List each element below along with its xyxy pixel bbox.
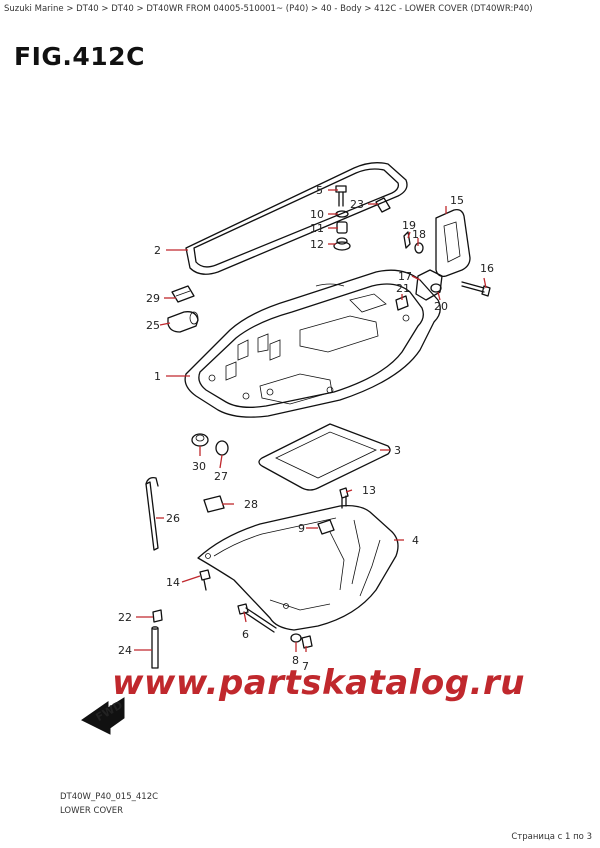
callout-17: 17 (398, 270, 412, 283)
clip-19-part (403, 231, 411, 249)
callout-5: 5 (316, 184, 323, 197)
callout-10: 10 (310, 208, 324, 221)
strap-26-part (145, 476, 159, 551)
cap-27-part (215, 440, 229, 456)
bracket-17-part (415, 269, 443, 301)
watermark: www.partskatalog.ru (112, 663, 526, 703)
callout-18: 18 (412, 228, 426, 241)
callout-29: 29 (146, 292, 160, 305)
plug-29-part (171, 285, 195, 303)
callout-26: 26 (166, 512, 180, 525)
callout-23: 23 (350, 198, 364, 211)
bolt-6-part (237, 603, 277, 633)
callout-9: 9 (298, 522, 305, 535)
callout-28: 28 (244, 498, 258, 511)
callout-15: 15 (450, 194, 464, 207)
callout-30: 30 (192, 460, 206, 473)
callout-12: 12 (310, 238, 324, 251)
callout-19: 19 (402, 219, 416, 232)
grommet-12-part (333, 237, 351, 251)
callout-6: 6 (242, 628, 249, 641)
seal-ring-part (185, 162, 408, 275)
callout-labels: 2 1 29 25 5 10 11 12 23 15 16 17 18 19 2… (118, 184, 494, 673)
callout-16: 16 (480, 262, 494, 275)
collar-11-part (336, 221, 348, 234)
hose-25-part (167, 311, 199, 333)
callout-1: 1 (154, 370, 161, 383)
callout-11: 11 (310, 222, 324, 235)
callout-4: 4 (412, 534, 419, 547)
gasket-3-part (258, 423, 391, 491)
nut-7-part (301, 635, 313, 649)
leader-lines (134, 189, 487, 652)
washer-8-part (290, 633, 302, 643)
lower-cover-part (184, 269, 441, 418)
tube-24-part (151, 626, 159, 669)
callout-13: 13 (362, 484, 376, 497)
bolt-14-part (199, 569, 211, 591)
figure-caption: LOWER COVER (60, 806, 124, 816)
pagination: Страница с 1 по 3 (511, 832, 592, 842)
callout-14: 14 (166, 576, 180, 589)
callout-21: 21 (396, 282, 410, 295)
nut-18-part (414, 242, 424, 254)
bolt-5-part (335, 185, 347, 207)
callout-3: 3 (394, 444, 401, 457)
callout-2: 2 (154, 244, 161, 257)
callout-8: 8 (292, 654, 299, 667)
bracket-15-part (435, 208, 471, 278)
pad-28-part (203, 495, 225, 513)
callout-20: 20 (434, 300, 448, 313)
drawing-code: DT40W_P40_015_412C (60, 792, 159, 802)
callout-7: 7 (302, 660, 309, 673)
fwd-arrow-icon: FWD (81, 697, 125, 735)
callout-24: 24 (118, 644, 132, 657)
figure-title: FIG.412C (14, 42, 145, 71)
callout-25: 25 (146, 319, 160, 332)
washer-20-part (430, 283, 442, 293)
pin-23-part (375, 197, 391, 213)
callout-27: 27 (214, 470, 228, 483)
bolt-16-part (461, 281, 491, 297)
clip-22-part (152, 609, 163, 623)
bolt-21-part (395, 295, 409, 311)
callout-22: 22 (118, 611, 132, 624)
breadcrumb[interactable]: Suzuki Marine > DT40 > DT40 > DT40WR FRO… (4, 4, 533, 14)
grommet-30-part (191, 433, 209, 447)
side-cover-4-part (197, 504, 399, 631)
